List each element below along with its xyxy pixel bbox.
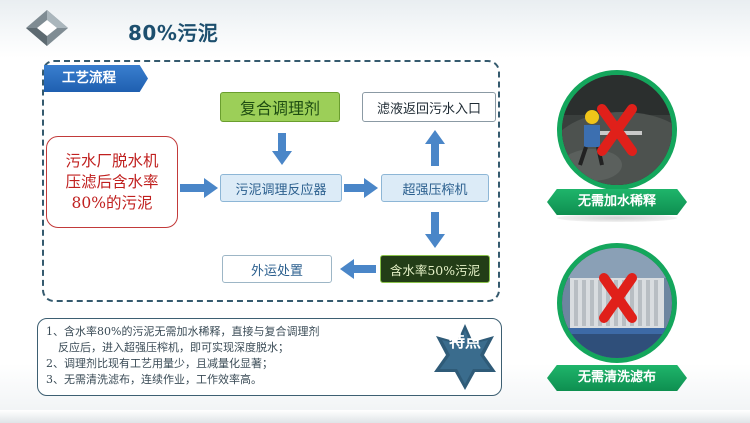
ribbon-shadow	[557, 214, 677, 222]
feature-line-1: 1、含水率80%的污泥无需加水稀释，直接与复合调理剂	[46, 325, 320, 338]
input-line-1: 污水厂脱水机	[65, 151, 159, 170]
arrow-right-icon	[180, 178, 218, 198]
filtrate-node: 滤液返回污水入口	[362, 92, 496, 122]
x-mark-icon	[599, 273, 637, 323]
process-tag: 工艺流程	[44, 65, 148, 92]
features-panel: 1、含水率80%的污泥无需加水稀释，直接与复合调理剂 反应后，进入超强压榨机，即…	[37, 318, 502, 396]
reagent-node: 复合调理剂	[220, 92, 340, 122]
input-line-2: 压滤后含水率	[65, 172, 159, 191]
photo-worker-dilution	[557, 70, 677, 190]
press-node: 超强压榨机	[381, 174, 489, 202]
feature-line-4: 3、无需清洗滤布，连续作业，工作效率高。	[46, 373, 262, 386]
arrow-down-icon	[272, 133, 292, 165]
cube-logo-icon	[26, 10, 68, 46]
page-title: 80%污泥	[128, 21, 219, 45]
feature-line-2: 反应后，进入超强压榨机，即可实现深度脱水；	[58, 341, 289, 354]
footer-bar	[0, 410, 750, 423]
reactor-node: 污泥调理反应器	[220, 174, 342, 202]
arrow-right-icon	[344, 178, 378, 198]
arrow-down-icon	[425, 212, 445, 248]
benefit-ribbon-dilution: 无需加水稀释	[547, 189, 687, 215]
benefit-ribbon-cloth: 无需清洗滤布	[547, 365, 687, 391]
disposal-node: 外运处置	[222, 255, 332, 283]
x-mark-icon	[597, 104, 637, 156]
process-frame	[42, 60, 500, 302]
input-sludge-node: 污水厂脱水机 压滤后含水率 80%的污泥	[46, 136, 178, 228]
arrow-left-icon	[340, 259, 376, 279]
header-bar	[0, 0, 750, 58]
features-badge-label: 特点	[448, 332, 481, 351]
output-sludge-node: 含水率50%污泥	[380, 255, 490, 283]
feature-line-3: 2、调理剂比现有工艺用量少，且减量化显著；	[46, 357, 273, 370]
arrow-up-icon	[425, 130, 445, 166]
photo-filter-press	[557, 243, 677, 363]
star-badge-icon	[434, 324, 496, 390]
input-line-3: 80%的污泥	[71, 193, 153, 212]
